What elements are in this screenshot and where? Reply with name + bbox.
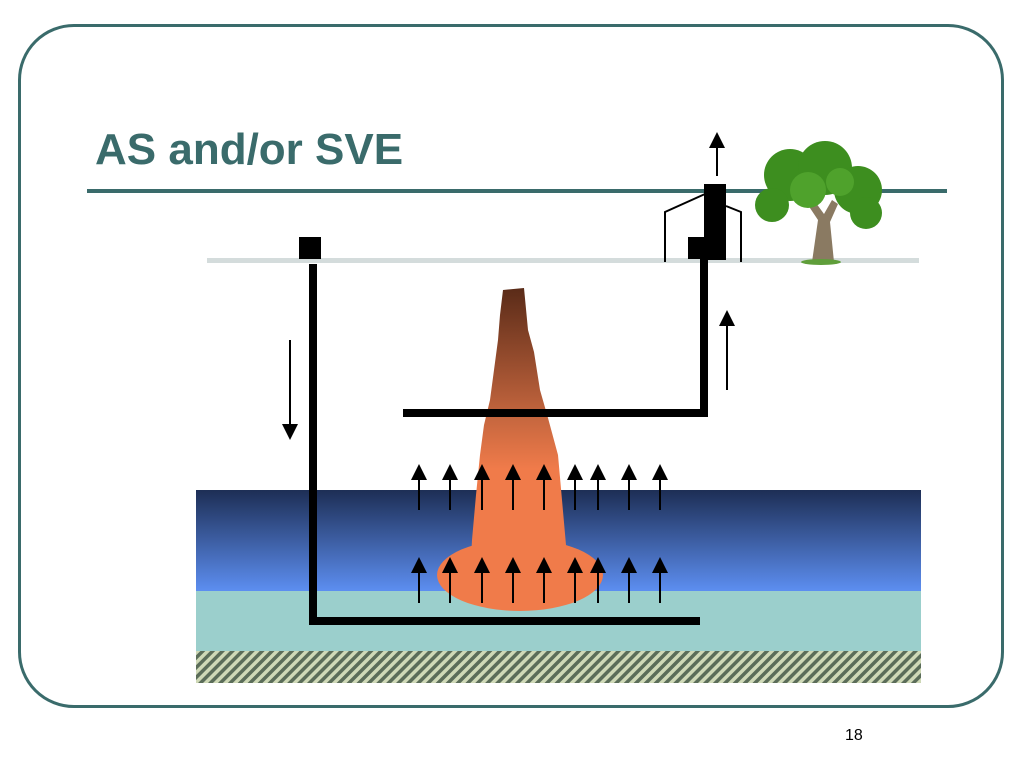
tree-canopy-highlight bbox=[790, 172, 826, 208]
slide-frame bbox=[18, 24, 1004, 708]
tree-canopy-part bbox=[850, 197, 882, 229]
flow-arrows bbox=[282, 132, 735, 440]
contaminant-plume bbox=[437, 288, 603, 611]
title-underline bbox=[87, 189, 947, 193]
blower-housing-right bbox=[725, 205, 742, 262]
slide-title: AS and/or SVE bbox=[95, 125, 404, 174]
tree-grass bbox=[801, 259, 841, 265]
tree-icon bbox=[755, 141, 882, 265]
blower-housing-left bbox=[664, 193, 706, 262]
plume-column bbox=[470, 288, 575, 580]
soil-vapor-extraction-well bbox=[403, 184, 742, 417]
bedrock-layer bbox=[196, 651, 921, 683]
sparging-wellhead bbox=[299, 237, 321, 259]
air-bubble-arrows bbox=[411, 464, 668, 603]
extraction-blower bbox=[704, 184, 726, 260]
extraction-horizontal-pipe bbox=[403, 409, 708, 417]
air-sparging-well bbox=[299, 237, 700, 625]
sparging-riser-pipe bbox=[309, 264, 317, 625]
tree-canopy-highlight bbox=[826, 168, 854, 196]
extraction-wellhead bbox=[688, 237, 708, 259]
ground-surface-line bbox=[207, 258, 919, 263]
sparging-horizontal-pipe bbox=[309, 617, 700, 625]
extraction-riser-pipe bbox=[700, 258, 708, 417]
page-number: 18 bbox=[845, 727, 863, 744]
tree-canopy-part bbox=[755, 188, 789, 222]
tree-trunk bbox=[808, 200, 838, 262]
